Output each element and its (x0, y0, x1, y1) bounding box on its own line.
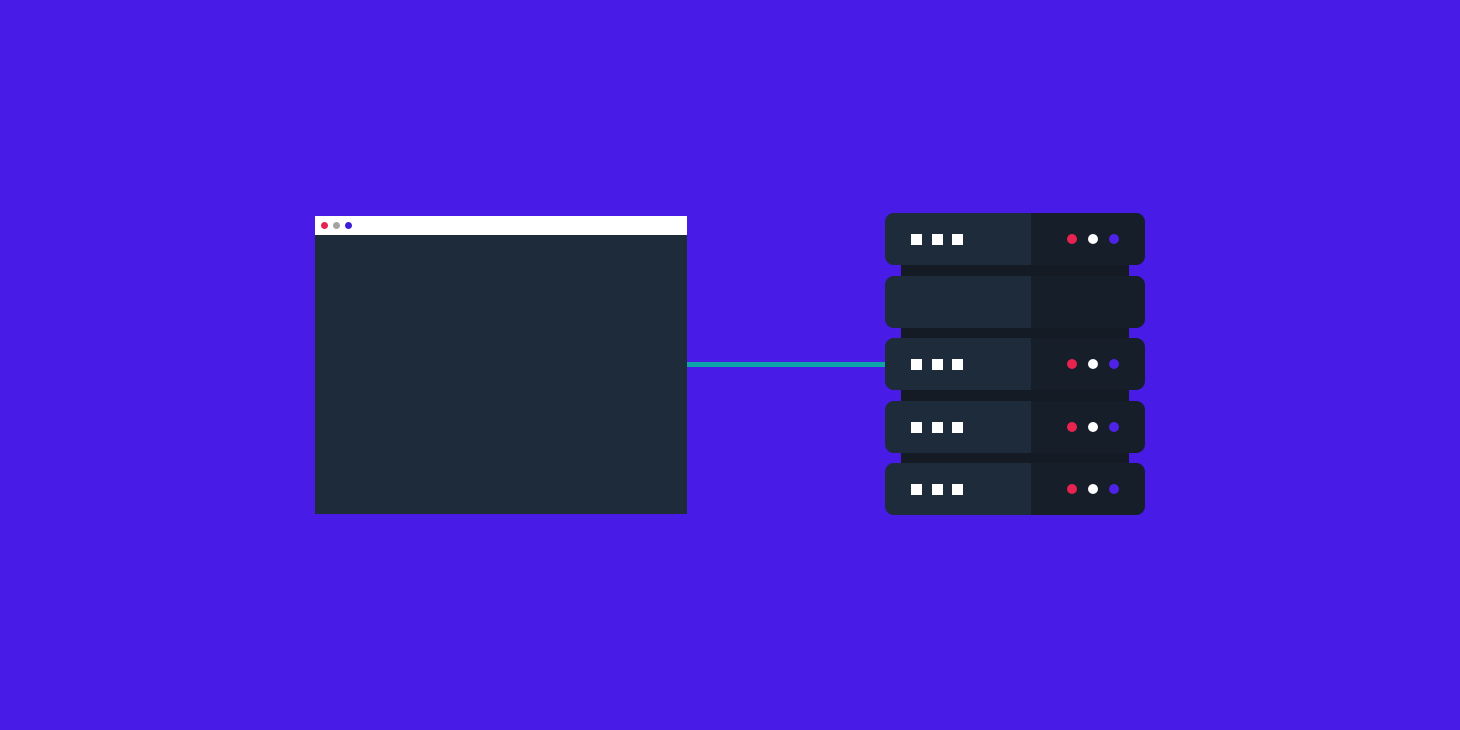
server-rack (885, 213, 1145, 516)
status-led-white-icon (1088, 422, 1098, 432)
status-led-red-icon (1067, 234, 1077, 244)
server-status-panel (1031, 276, 1145, 328)
maximize-dot-icon (345, 222, 352, 229)
browser-title-bar (315, 216, 687, 235)
status-led-white-icon (1088, 484, 1098, 494)
status-led-red-icon (1067, 359, 1077, 369)
status-led-blue-icon (1109, 359, 1119, 369)
server-unit-4 (885, 401, 1145, 453)
drive-bay-icon (952, 484, 963, 495)
status-led-blue-icon (1109, 234, 1119, 244)
browser-window-body (315, 235, 687, 514)
server-unit-1 (885, 213, 1145, 265)
drive-bay-icon (932, 234, 943, 245)
status-led-blue-icon (1109, 484, 1119, 494)
drive-bay-icon (911, 484, 922, 495)
drive-bay-icon (952, 359, 963, 370)
connection-line (687, 362, 886, 367)
drive-bay-icon (932, 359, 943, 370)
browser-window (315, 216, 687, 514)
drive-bay-icon (952, 234, 963, 245)
status-led-white-icon (1088, 359, 1098, 369)
status-led-blue-icon (1109, 422, 1119, 432)
drive-bay-icon (932, 422, 943, 433)
minimize-dot-icon (333, 222, 340, 229)
status-led-red-icon (1067, 422, 1077, 432)
drive-bay-icon (932, 484, 943, 495)
server-unit-2 (885, 276, 1145, 328)
server-front-panel (885, 276, 1031, 328)
status-led-red-icon (1067, 484, 1077, 494)
server-unit-3 (885, 338, 1145, 390)
drive-bay-icon (952, 422, 963, 433)
drive-bay-icon (911, 422, 922, 433)
drive-bay-icon (911, 359, 922, 370)
server-unit-5 (885, 463, 1145, 515)
drive-bay-icon (911, 234, 922, 245)
status-led-white-icon (1088, 234, 1098, 244)
close-dot-icon (321, 222, 328, 229)
